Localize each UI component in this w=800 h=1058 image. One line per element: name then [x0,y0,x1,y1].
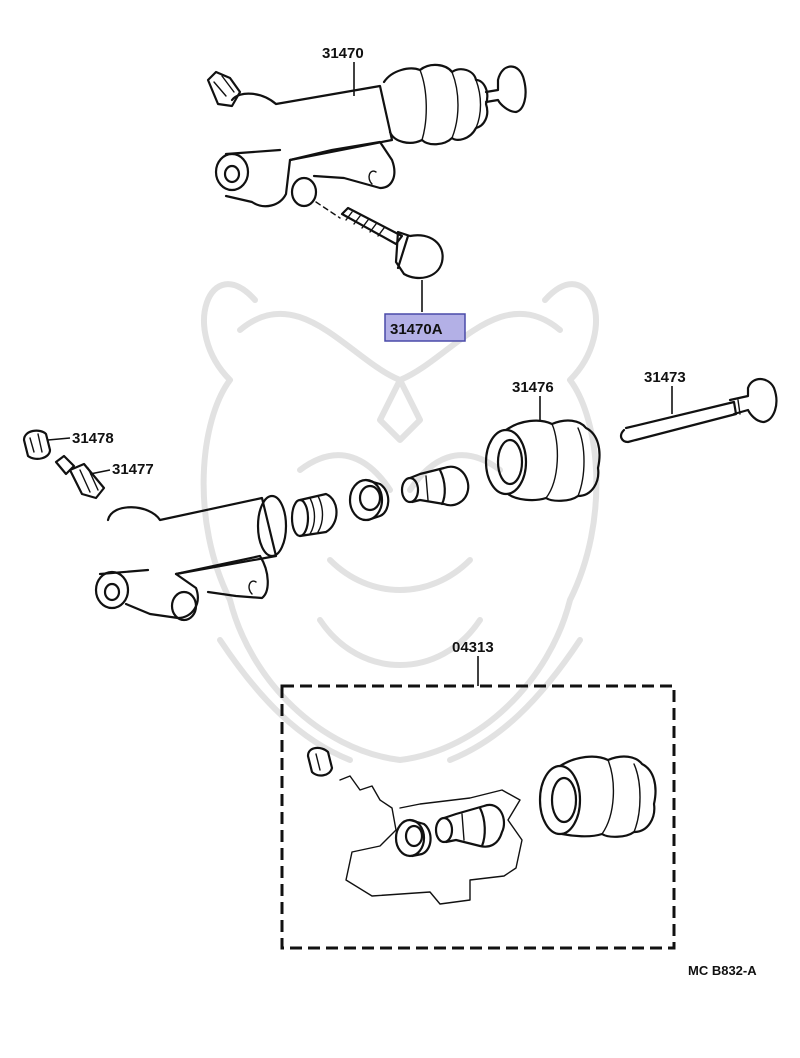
cap[interactable] [22,429,52,460]
leader-31478 [47,437,71,441]
cup-seal[interactable] [348,478,390,522]
watermark-logo [200,281,600,763]
slave-cylinder-assembly[interactable] [206,63,527,208]
highlight-box-31470a[interactable] [384,313,466,342]
cylinder-body[interactable] [94,494,288,622]
kit-piston[interactable] [434,803,506,848]
kit-cup-seal[interactable] [394,818,432,858]
bleeder-plug[interactable] [54,454,106,500]
label-31477[interactable]: 31477 [112,461,154,478]
bolt[interactable] [340,206,444,280]
kit-boot[interactable] [538,755,657,838]
push-rod[interactable] [619,377,778,444]
label-31470a[interactable]: 31470A [390,321,443,338]
leader-31477 [89,469,111,475]
labels: 31470 31470A 31476 31473 31478 31477 043… [72,45,757,978]
piston[interactable] [400,465,470,507]
label-31478[interactable]: 31478 [72,430,114,447]
diagram-code: MC B832-A [688,963,757,978]
kit-cap[interactable] [306,746,334,777]
label-31473[interactable]: 31473 [644,369,686,386]
spring[interactable] [290,492,338,538]
boot[interactable] [484,419,601,502]
label-31476[interactable]: 31476 [512,379,554,396]
alignment-line [315,201,341,219]
kit-boundary [280,684,676,950]
label-31470[interactable]: 31470 [322,45,364,62]
label-04313[interactable]: 04313 [452,639,494,656]
kit-cylinder-ghost [339,775,523,905]
